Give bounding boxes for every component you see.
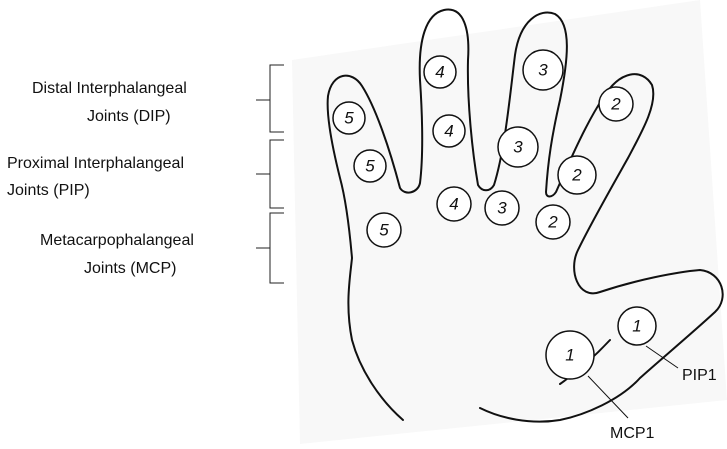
pip-joint-5: 5 — [354, 150, 386, 182]
mcp-label-line2: Joints (MCP) — [84, 260, 176, 277]
mcp-joint-2-number: 2 — [547, 213, 558, 232]
dip-joint-3: 3 — [523, 50, 563, 90]
pip-bracket — [256, 140, 284, 208]
dip-joint-4-number: 4 — [435, 63, 444, 82]
dip-joint-2-number: 2 — [610, 95, 621, 114]
pip-label-line2: Joints (PIP) — [7, 182, 90, 199]
dip-joint-5: 5 — [333, 102, 365, 134]
dip-joint-2: 2 — [599, 87, 633, 121]
mcp-joint-2: 2 — [536, 205, 570, 239]
pip-joint-2-number: 2 — [571, 166, 582, 185]
pip-joint-3: 3 — [498, 127, 538, 167]
dip-label-line1: Distal Interphalangeal — [32, 80, 187, 97]
thumb-mcp-joint: 1 — [546, 331, 594, 379]
pip-joint-3-number: 3 — [513, 138, 523, 157]
thumb-mcp-joint-number: 1 — [565, 346, 574, 365]
thumb-pip-joint-number: 1 — [632, 317, 641, 336]
mcp-joint-5: 5 — [367, 213, 401, 247]
dip-label-line2: Joints (DIP) — [87, 108, 171, 125]
pip-joint-4: 4 — [433, 115, 465, 147]
pip-joint-4-number: 4 — [444, 122, 453, 141]
mcp-joint-5-number: 5 — [379, 221, 389, 240]
dip-joint-5-number: 5 — [344, 109, 354, 128]
dip-bracket — [256, 65, 284, 132]
mcp1-callout: MCP1 — [610, 425, 655, 442]
mcp-joint-4: 4 — [437, 187, 471, 221]
mcp-joint-4-number: 4 — [449, 195, 458, 214]
mcp-label-line1: Metacarpophalangeal — [40, 232, 194, 249]
mcp-bracket — [256, 213, 284, 283]
pip1-callout: PIP1 — [682, 367, 717, 384]
mcp-joint-3: 3 — [485, 191, 519, 225]
pip-label-line1: Proximal Interphalangeal — [7, 155, 184, 172]
thumb-pip-joint: 1 — [618, 307, 656, 345]
pip-joint-2: 2 — [558, 156, 596, 194]
dip-joint-3-number: 3 — [538, 61, 548, 80]
mcp-joint-3-number: 3 — [497, 199, 507, 218]
dip-joint-4: 4 — [424, 56, 456, 88]
pip-joint-5-number: 5 — [365, 157, 375, 176]
